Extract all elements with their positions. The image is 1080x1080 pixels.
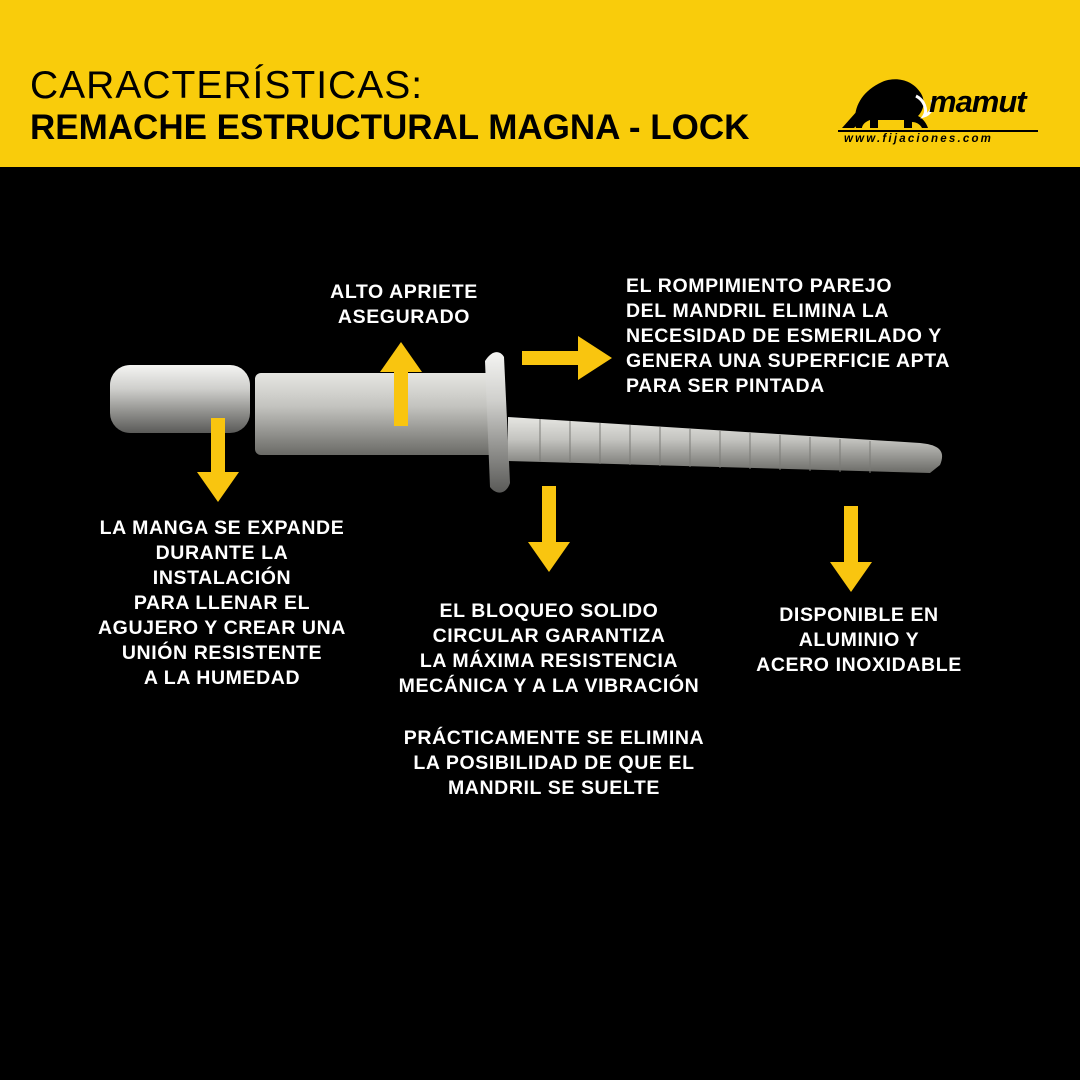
mandrel-shaft <box>508 417 943 473</box>
brand-url: www.fijaciones.com <box>844 133 994 145</box>
callout-line: PARA SER PINTADA <box>626 375 825 397</box>
callout-line: NECESIDAD DE ESMERILADO Y <box>626 325 942 347</box>
callout-line: EL ROMPIMIENTO PAREJO <box>626 275 893 297</box>
mandrel-threads <box>539 419 871 473</box>
arrow-up-icon <box>380 342 422 426</box>
rivet-head <box>485 352 510 493</box>
callout-line: ACERO INOXIDABLE <box>756 654 962 676</box>
callout-line: EL BLOQUEO SOLIDO <box>439 600 659 622</box>
callout-line: AGUJERO Y CREAR UNA <box>98 617 346 639</box>
rivet-sleeve <box>255 373 495 455</box>
arrow-down-icon <box>528 486 570 572</box>
mammoth-icon <box>838 79 1038 132</box>
callout-bloqueo: EL BLOQUEO SOLIDO CIRCULAR GARANTIZA LA … <box>366 599 732 699</box>
callout-rompimiento: EL ROMPIMIENTO PAREJO DEL MANDRIL ELIMIN… <box>626 274 1046 399</box>
callout-line: INSTALACIÓN <box>152 567 292 589</box>
header-banner: CARACTERÍSTICAS: REMACHE ESTRUCTURAL MAG… <box>0 0 1080 167</box>
callout-line: DEL MANDRIL ELIMINA LA <box>626 300 890 322</box>
callout-line: PRÁCTICAMENTE SE ELIMINA <box>403 727 705 749</box>
arrow-down-icon <box>197 418 239 502</box>
arrow-right-icon <box>522 336 612 380</box>
callout-line: DURANTE LA <box>155 542 289 564</box>
callout-line: GENERA UNA SUPERFICIE APTA <box>626 350 951 372</box>
callout-practicamente: PRÁCTICAMENTE SE ELIMINA LA POSIBILIDAD … <box>374 726 734 801</box>
callout-line: CIRCULAR GARANTIZA <box>432 625 666 647</box>
callout-manga: LA MANGA SE EXPANDE DURANTE LA INSTALACI… <box>68 516 376 691</box>
callout-line: PARA LLENAR EL <box>133 592 311 614</box>
callout-line: LA POSIBILIDAD DE QUE EL <box>413 752 695 774</box>
callout-line: DISPONIBLE EN <box>779 604 939 626</box>
callout-line: LA MANGA SE EXPANDE <box>99 517 345 539</box>
callout-line: ALTO APRIETE <box>330 281 478 303</box>
callout-line: A LA HUMEDAD <box>143 667 301 689</box>
callout-alto-apriete: ALTO APRIETE ASEGURADO <box>300 280 508 330</box>
arrow-down-icon <box>830 506 872 592</box>
brand-logo: mamut www.fijaciones.com <box>838 70 1043 150</box>
rivet-illustration <box>110 352 943 493</box>
page-title: REMACHE ESTRUCTURAL MAGNA - LOCK <box>30 108 750 147</box>
callout-disponible: DISPONIBLE EN ALUMINIO Y ACERO INOXIDABL… <box>742 603 976 678</box>
callout-line: MECÁNICA Y A LA VIBRACIÓN <box>398 675 700 697</box>
callout-line: MANDRIL SE SUELTE <box>447 777 661 799</box>
callout-line: ALUMINIO Y <box>798 629 920 651</box>
callout-line: UNIÓN RESISTENTE <box>121 642 323 664</box>
page-title-label: CARACTERÍSTICAS: <box>30 64 424 107</box>
callout-line: LA MÁXIMA RESISTENCIA <box>419 650 679 672</box>
mandrel-end <box>110 365 250 433</box>
brand-name: mamut <box>929 84 1027 119</box>
callout-line: ASEGURADO <box>337 306 471 328</box>
